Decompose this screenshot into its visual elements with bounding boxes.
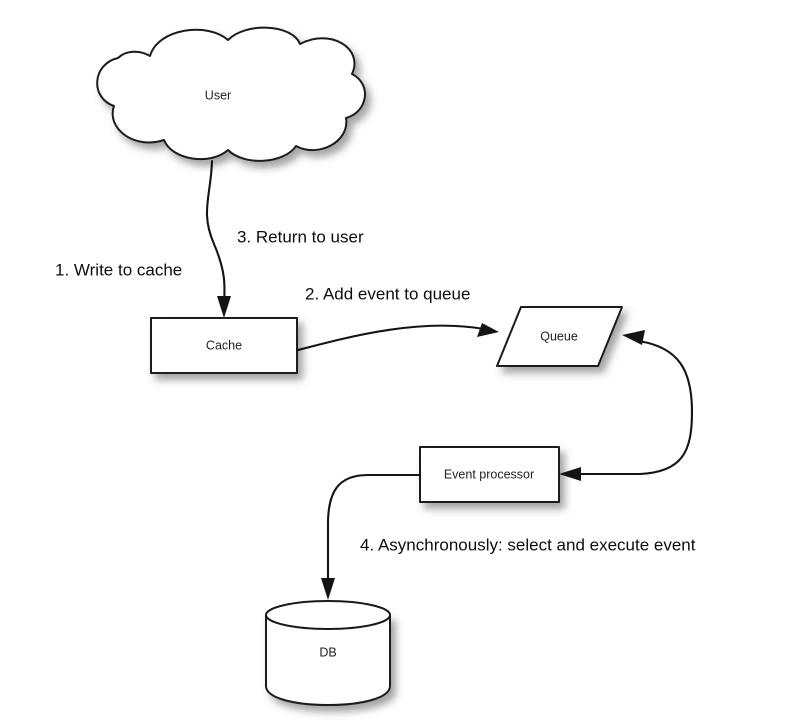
node-db[interactable]: DB (265, 600, 391, 706)
node-label-queue: Queue (540, 329, 578, 343)
event-processor-box (419, 446, 560, 503)
db-cylinder-body (265, 614, 391, 706)
edge-user-to-cache-arrowhead (217, 296, 231, 318)
edge-queue-to-event-processor (559, 330, 694, 481)
edge-label-step1: 1. Write to cache (55, 260, 182, 279)
node-label-event-processor: Event processor (444, 467, 534, 481)
edge-event-processor-to-db-arrowhead (321, 578, 335, 600)
edge-queue-to-event-processor-path (572, 339, 694, 476)
cache-box (150, 317, 298, 374)
edge-queue-to-event-processor-arrowhead (559, 467, 581, 481)
edge-event-processor-to-db (321, 473, 422, 600)
edge-label-step4: 4. Asynchronously: select and execute ev… (360, 535, 696, 554)
node-label-db: DB (319, 645, 336, 659)
node-label-user: User (205, 88, 231, 102)
edge-user-to-cache (205, 159, 231, 318)
cloud-shape (96, 26, 366, 162)
node-user[interactable]: User (96, 26, 366, 162)
queue-parallelogram (496, 306, 623, 367)
edge-cache-to-queue-path (296, 324, 486, 352)
db-cylinder-top (265, 600, 391, 630)
edge-loop-queue-arrowhead (622, 330, 645, 345)
edge-label-step2: 2. Add event to queue (305, 284, 470, 303)
edge-cache-to-queue-arrowhead (477, 323, 499, 337)
edge-label-step3: 3. Return to user (237, 227, 364, 246)
edge-user-to-cache-path (205, 159, 226, 308)
node-event-processor[interactable]: Event processor (419, 446, 560, 503)
node-queue[interactable]: Queue (496, 306, 623, 367)
node-label-cache: Cache (206, 338, 242, 352)
edge-cache-to-queue (296, 323, 499, 352)
node-cache[interactable]: Cache (150, 317, 298, 374)
edge-event-processor-to-db-path (326, 473, 422, 588)
